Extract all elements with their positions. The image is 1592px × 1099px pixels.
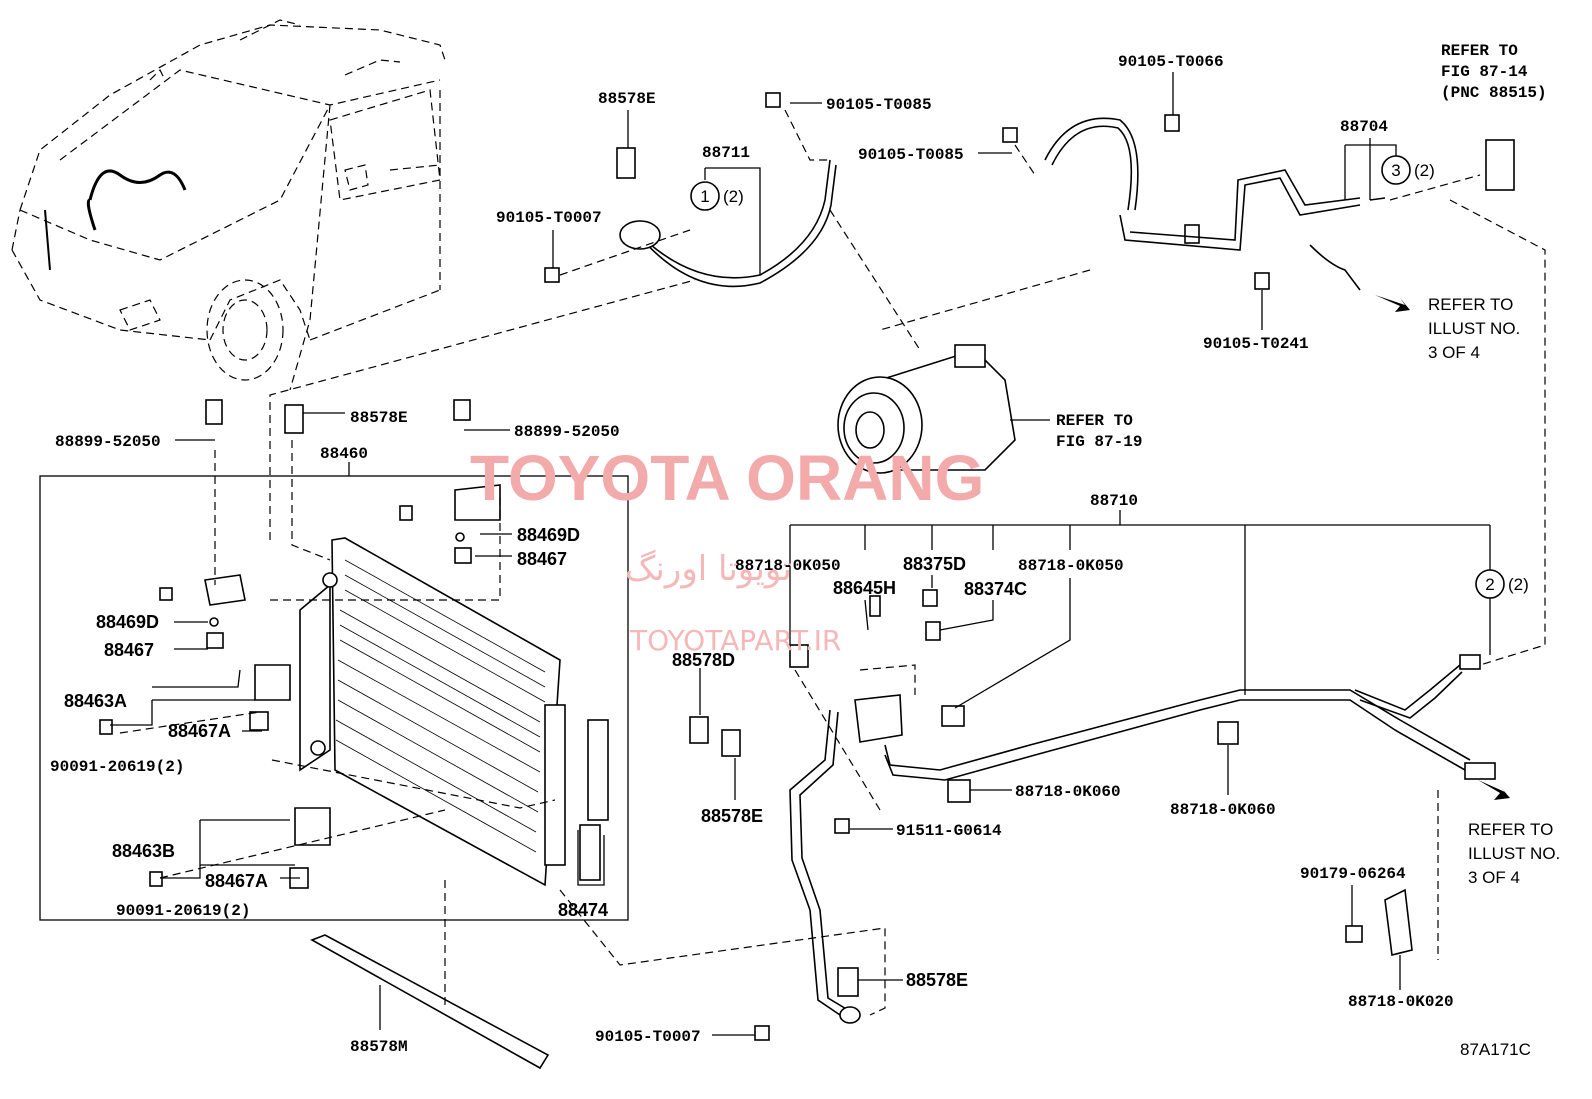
label-88460: 88460	[320, 445, 368, 463]
watermark: TOYOTA ORANG تویوتا اورنگ TOYOTAPART.IR	[470, 442, 984, 657]
callout-1: 1 (2)	[690, 181, 744, 211]
label-90105-t0007-top: 90105-T0007	[496, 209, 602, 227]
callout-3: 3 (2)	[1381, 155, 1435, 185]
small-parts	[99, 92, 1515, 1041]
svg-text:3: 3	[1391, 161, 1400, 180]
label-88469d-right: 88469D	[517, 525, 580, 545]
svg-text:REFER TO: REFER TO	[1428, 295, 1513, 314]
label-88578e-bot: 88578E	[906, 970, 968, 990]
condenser-assembly	[299, 537, 609, 887]
label-88463b: 88463B	[112, 841, 175, 861]
svg-text:3 OF 4: 3 OF 4	[1428, 343, 1480, 362]
label-88899-left: 88899-52050	[55, 433, 161, 451]
label-88899-right: 88899-52050	[514, 423, 620, 441]
label-88578m: 88578M	[350, 1038, 408, 1056]
svg-text:3 OF 4: 3 OF 4	[1468, 868, 1520, 887]
label-88645h: 88645H	[833, 578, 896, 598]
svg-text:2: 2	[1485, 575, 1494, 594]
label-88467a-b: 88467A	[205, 871, 268, 891]
svg-text:FIG 87-14: FIG 87-14	[1441, 63, 1528, 81]
label-88718-0k050-a: 88718-0K050	[735, 557, 841, 575]
svg-text:(2): (2)	[1414, 161, 1435, 180]
label-88718-0k050-b: 88718-0K050	[1018, 557, 1124, 575]
label-88578d: 88578D	[672, 650, 735, 670]
label-88469d-left: 88469D	[96, 612, 159, 632]
svg-text:1: 1	[700, 187, 709, 206]
label-88467-right: 88467	[517, 549, 567, 569]
svg-text:(2): (2)	[1508, 575, 1529, 594]
svg-text:REFER TO: REFER TO	[1441, 42, 1518, 60]
svg-text:TOYOTA ORANG: TOYOTA ORANG	[470, 442, 984, 514]
arrows	[1375, 295, 1510, 800]
leader-lines	[110, 72, 1491, 1036]
label-91511-g0614: 91511-G0614	[896, 822, 1002, 840]
vehicle-outline	[11, 19, 446, 391]
label-88578e-mid: 88578E	[350, 409, 408, 427]
callout-2: 2 (2)	[1475, 569, 1529, 599]
svg-text:(PNC 88515): (PNC 88515)	[1441, 84, 1547, 102]
label-88718-0k020: 88718-0K020	[1348, 993, 1454, 1011]
label-88467a-a: 88467A	[168, 721, 231, 741]
label-90105-t0007-bot: 90105-T0007	[595, 1028, 701, 1046]
label-88375d: 88375D	[903, 554, 966, 574]
refer-notes: REFER TO FIG 87-14 (PNC 88515) REFER TO …	[1056, 42, 1560, 887]
label-88704: 88704	[1340, 118, 1388, 136]
label-88474: 88474	[558, 900, 608, 920]
label-88718-0k060-b: 88718-0K060	[1170, 801, 1276, 819]
label-90105-t0066: 90105-T0066	[1118, 53, 1224, 71]
part-labels: 88578E 88711 90105-T0085 90105-T0085 901…	[50, 53, 1454, 1056]
label-88710: 88710	[1090, 492, 1138, 510]
ac-pipes	[619, 117, 1496, 1024]
label-88578e-top: 88578E	[598, 90, 656, 108]
label-90105-t0085-a: 90105-T0085	[826, 96, 932, 114]
label-90105-t0241: 90105-T0241	[1203, 335, 1309, 353]
svg-text:ILLUST NO.: ILLUST NO.	[1468, 844, 1560, 863]
condenser-group-frame	[39, 462, 629, 921]
label-88718-0k060-a: 88718-0K060	[1015, 783, 1121, 801]
label-90091-a: 90091-20619(2)	[50, 758, 184, 776]
compressor	[837, 344, 1016, 474]
figure-id: 87A171C	[1460, 1040, 1531, 1059]
svg-text:REFER TO: REFER TO	[1468, 820, 1553, 839]
label-88374c: 88374C	[964, 579, 1027, 599]
svg-text:TOYOTAPART.IR: TOYOTAPART.IR	[629, 624, 841, 657]
svg-text:ILLUST NO.: ILLUST NO.	[1428, 319, 1520, 338]
label-88711: 88711	[702, 144, 750, 162]
dashed-leaders	[119, 109, 1546, 1016]
label-90179-06264: 90179-06264	[1300, 865, 1406, 883]
svg-text:(2): (2)	[723, 187, 744, 206]
svg-text:تویوتا اورنگ: تویوتا اورنگ	[625, 549, 792, 589]
label-88467-left: 88467	[104, 640, 154, 660]
strip-88578m	[310, 934, 550, 1070]
svg-text:REFER TO: REFER TO	[1056, 412, 1133, 430]
label-90091-b: 90091-20619(2)	[116, 902, 250, 920]
label-88463a: 88463A	[64, 691, 127, 711]
svg-text:FIG 87-19: FIG 87-19	[1056, 433, 1142, 451]
label-88578e-low: 88578E	[701, 806, 763, 826]
label-90105-t0085-b: 90105-T0085	[858, 146, 964, 164]
